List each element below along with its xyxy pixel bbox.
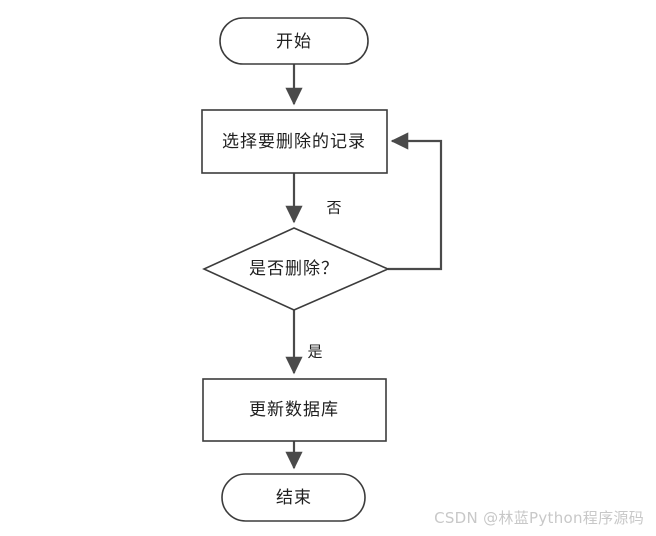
select-node-label: 选择要删除的记录: [222, 132, 366, 152]
edge-label-yes: 是: [307, 343, 322, 361]
decision-node-shape: [202, 227, 391, 311]
decision-node-label: 是否删除？: [249, 259, 339, 279]
update-node-label: 更新数据库: [249, 400, 339, 420]
end-node-label: 结束: [276, 488, 312, 508]
update-node-shape: [202, 378, 387, 442]
connectors: [285, 64, 443, 470]
node-decision-delete[interactable]: 是否删除？: [202, 227, 391, 311]
node-update-database[interactable]: 更新数据库: [202, 378, 387, 442]
select-node-shape: [201, 109, 388, 174]
watermark-text: CSDN @林蓝Python程序源码: [434, 509, 644, 527]
node-start[interactable]: 开始: [219, 17, 369, 65]
start-node-label: 开始: [276, 32, 312, 52]
end-node-shape: [221, 473, 366, 522]
node-end[interactable]: 结束: [221, 473, 366, 522]
edge-decision-no-loop-to-select: [388, 132, 443, 271]
edge-label-no: 否: [326, 199, 341, 217]
start-node-shape: [219, 17, 369, 65]
node-select-record[interactable]: 选择要删除的记录: [201, 109, 388, 174]
